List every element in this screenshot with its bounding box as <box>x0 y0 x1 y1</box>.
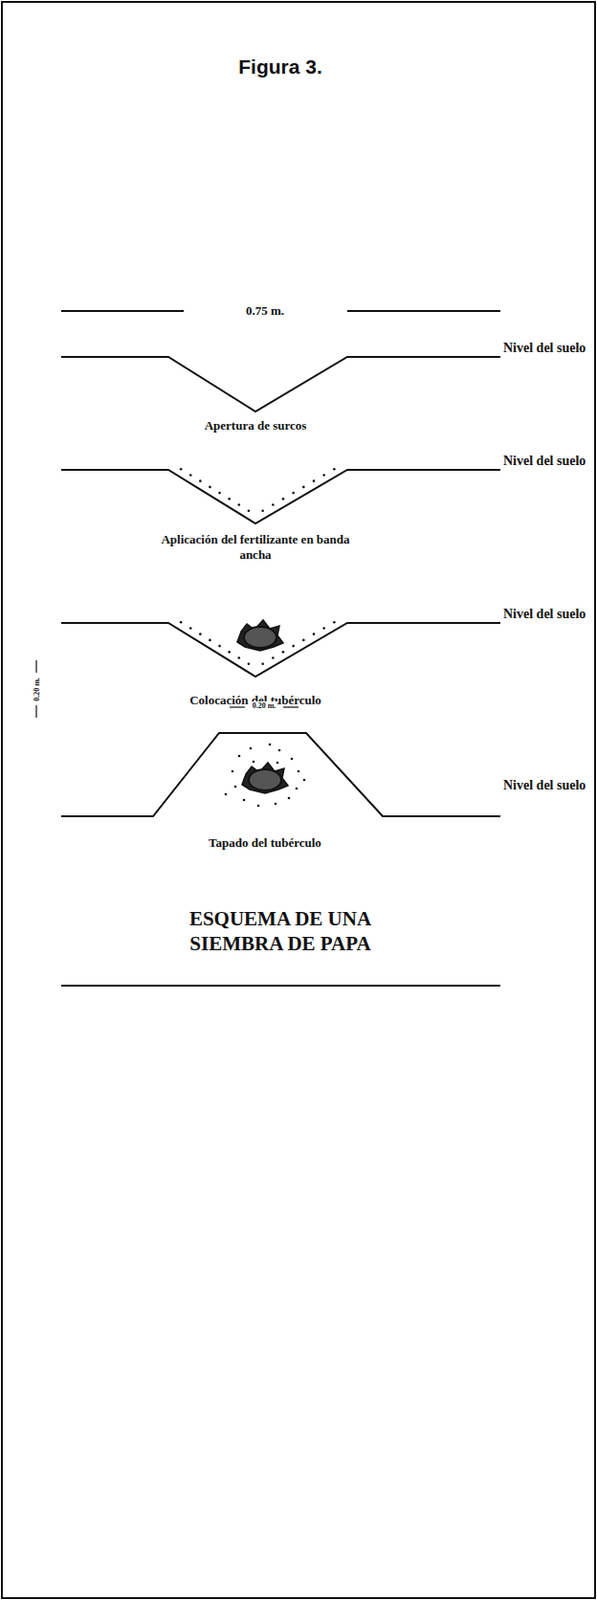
tuber <box>242 762 288 794</box>
fertilizer-dot <box>224 793 228 796</box>
fertilizer-dot <box>243 798 246 802</box>
figure-title: Figura 3. <box>238 55 323 79</box>
fertilizer-dot <box>261 508 265 512</box>
fertilizer-dot <box>179 620 183 624</box>
fertilizer-dot <box>332 620 336 624</box>
ground-level-label: Nivel del suelo <box>503 453 590 469</box>
fertilizer-dot <box>271 656 275 660</box>
step-label: Apertura de surcos <box>150 418 361 434</box>
fertilizer-dot <box>237 656 241 660</box>
furrow-profile <box>61 469 501 524</box>
fertilizer-dot <box>218 491 222 495</box>
fertilizer-dot <box>276 761 280 765</box>
fertilizer-dot <box>208 486 212 489</box>
ground-level-label: Nivel del suelo <box>503 340 590 356</box>
fertilizer-dot <box>189 626 193 630</box>
fertilizer-dot <box>290 757 294 761</box>
fertilizer-dot <box>238 754 242 758</box>
figure-caption: ESQUEMA DE UNA SIEMBRA DE PAPA <box>146 906 415 957</box>
fertilizer-dot <box>282 650 286 654</box>
dimension-line <box>35 705 37 718</box>
caption-rule <box>61 984 501 987</box>
fertilizer-dot <box>189 473 193 477</box>
dimension-label: 0.20 m. <box>31 675 41 704</box>
fertilizer-dot <box>312 632 316 636</box>
fertilizer-dot <box>322 626 326 630</box>
fertilizer-dot <box>322 473 326 477</box>
fertilizer-dot <box>231 770 235 774</box>
fertilizer-dot <box>291 644 295 648</box>
fertilizer-dot <box>302 639 306 642</box>
dimension-line <box>61 309 184 312</box>
fertilizer-dot <box>257 804 261 808</box>
furrow-profile <box>61 622 501 677</box>
fertilizer-dot <box>303 778 307 782</box>
fertilizer-dot <box>234 785 238 789</box>
fertilizer-dot <box>199 479 202 483</box>
fertilizer-dot <box>287 796 291 800</box>
dimension-label: 0.75 m. <box>245 303 285 319</box>
fertilizer-dot <box>274 802 278 806</box>
fertilizer-dot <box>297 770 301 774</box>
step-label: Tapado del tubérculo <box>159 835 371 851</box>
fertilizer-dot <box>249 747 253 751</box>
step-label: Aplicación del fertilizante en banda anc… <box>154 531 356 562</box>
fertilizer-dot <box>268 743 272 747</box>
fertilizer-dot <box>332 467 336 471</box>
fertilizer-dot <box>199 632 202 636</box>
fertilizer-dot <box>247 508 251 512</box>
dimension-line <box>347 309 501 312</box>
fertilizer-dot <box>312 479 316 483</box>
fertilizer-dot <box>302 486 306 489</box>
tuber <box>237 619 284 651</box>
fertilizer-dot <box>261 662 265 665</box>
fertilizer-dot <box>237 503 241 507</box>
fertilizer-dot <box>295 787 299 791</box>
fertilizer-dot <box>179 467 183 471</box>
ridge-profile <box>61 732 501 817</box>
furrow-profile <box>61 356 501 412</box>
ground-level-label: Nivel del suelo <box>503 777 590 794</box>
dimension-label: 0.20 m. <box>250 701 279 710</box>
fertilizer-dot <box>271 503 275 507</box>
fertilizer-dot <box>278 749 282 752</box>
ground-level-label: Nivel del suelo <box>503 606 590 622</box>
fertilizer-dot <box>218 644 222 648</box>
fertilizer-dot <box>208 639 212 642</box>
fertilizer-dot <box>291 491 295 495</box>
dimension-line <box>35 660 37 673</box>
fertilizer-dot <box>227 650 231 654</box>
fertilizer-dot <box>282 497 286 501</box>
fertilizer-dot <box>227 497 231 501</box>
fertilizer-dot <box>252 760 256 764</box>
fertilizer-dot <box>247 662 251 665</box>
